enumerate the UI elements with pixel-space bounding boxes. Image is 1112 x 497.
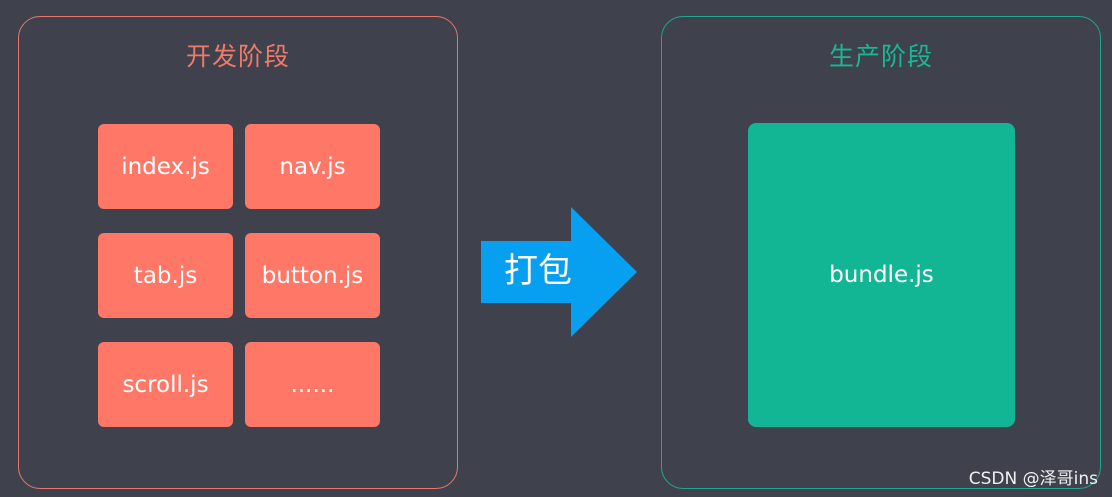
pack-label: 打包 — [504, 251, 572, 291]
pack-arrow-icon — [481, 207, 637, 337]
file-box-nav-js: nav.js — [245, 124, 380, 209]
bundle-box: bundle.js — [748, 123, 1015, 427]
watermark: CSDN @泽哥ins — [968, 469, 1098, 489]
file-box-scroll-js: scroll.js — [98, 342, 233, 427]
file-box-button-js: button.js — [245, 233, 380, 318]
file-box-index-js: index.js — [98, 124, 233, 209]
prod-stage-title: 生产阶段 — [828, 42, 933, 71]
dev-stage-panel: 开发阶段 index.js nav.js tab.js button.js sc… — [18, 16, 458, 489]
dev-stage-title: 开发阶段 — [185, 42, 290, 71]
pack-arrow-shape — [481, 207, 637, 337]
file-box-tab-js: tab.js — [98, 233, 233, 318]
file-box-more: ...... — [245, 342, 380, 427]
prod-stage-panel: 生产阶段 bundle.js — [661, 16, 1101, 489]
